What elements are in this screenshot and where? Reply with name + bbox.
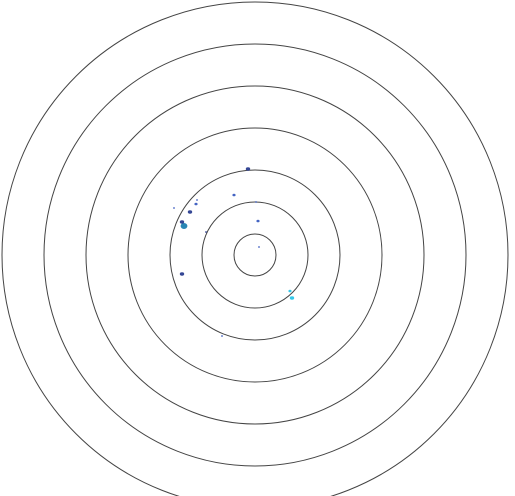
scatter-point-10 <box>256 219 260 223</box>
scatter-point-6 <box>180 223 188 229</box>
scatter-point-1 <box>245 167 251 171</box>
scatter-point-16 <box>205 231 207 233</box>
target-ring-1 <box>233 233 277 277</box>
scatter-point-15 <box>221 335 223 337</box>
target-ring-4 <box>127 127 383 383</box>
scatter-point-3 <box>255 201 257 203</box>
scatter-point-5 <box>194 202 198 206</box>
scatter-point-13 <box>289 296 295 300</box>
scatter-point-2 <box>232 193 236 197</box>
scatter-point-14 <box>258 246 260 248</box>
scatter-point-12 <box>288 289 292 293</box>
scatter-point-11 <box>179 272 185 276</box>
scatter-point-7 <box>179 220 185 224</box>
scatter-point-9 <box>196 199 198 201</box>
scatter-points-layer <box>173 167 295 337</box>
target-ring-5 <box>85 85 425 425</box>
target-ring-2 <box>201 201 309 309</box>
scatter-point-4 <box>187 210 193 214</box>
target-ring-3 <box>169 169 341 341</box>
scatter-point-8 <box>173 207 175 209</box>
target-ring-6 <box>43 43 467 467</box>
